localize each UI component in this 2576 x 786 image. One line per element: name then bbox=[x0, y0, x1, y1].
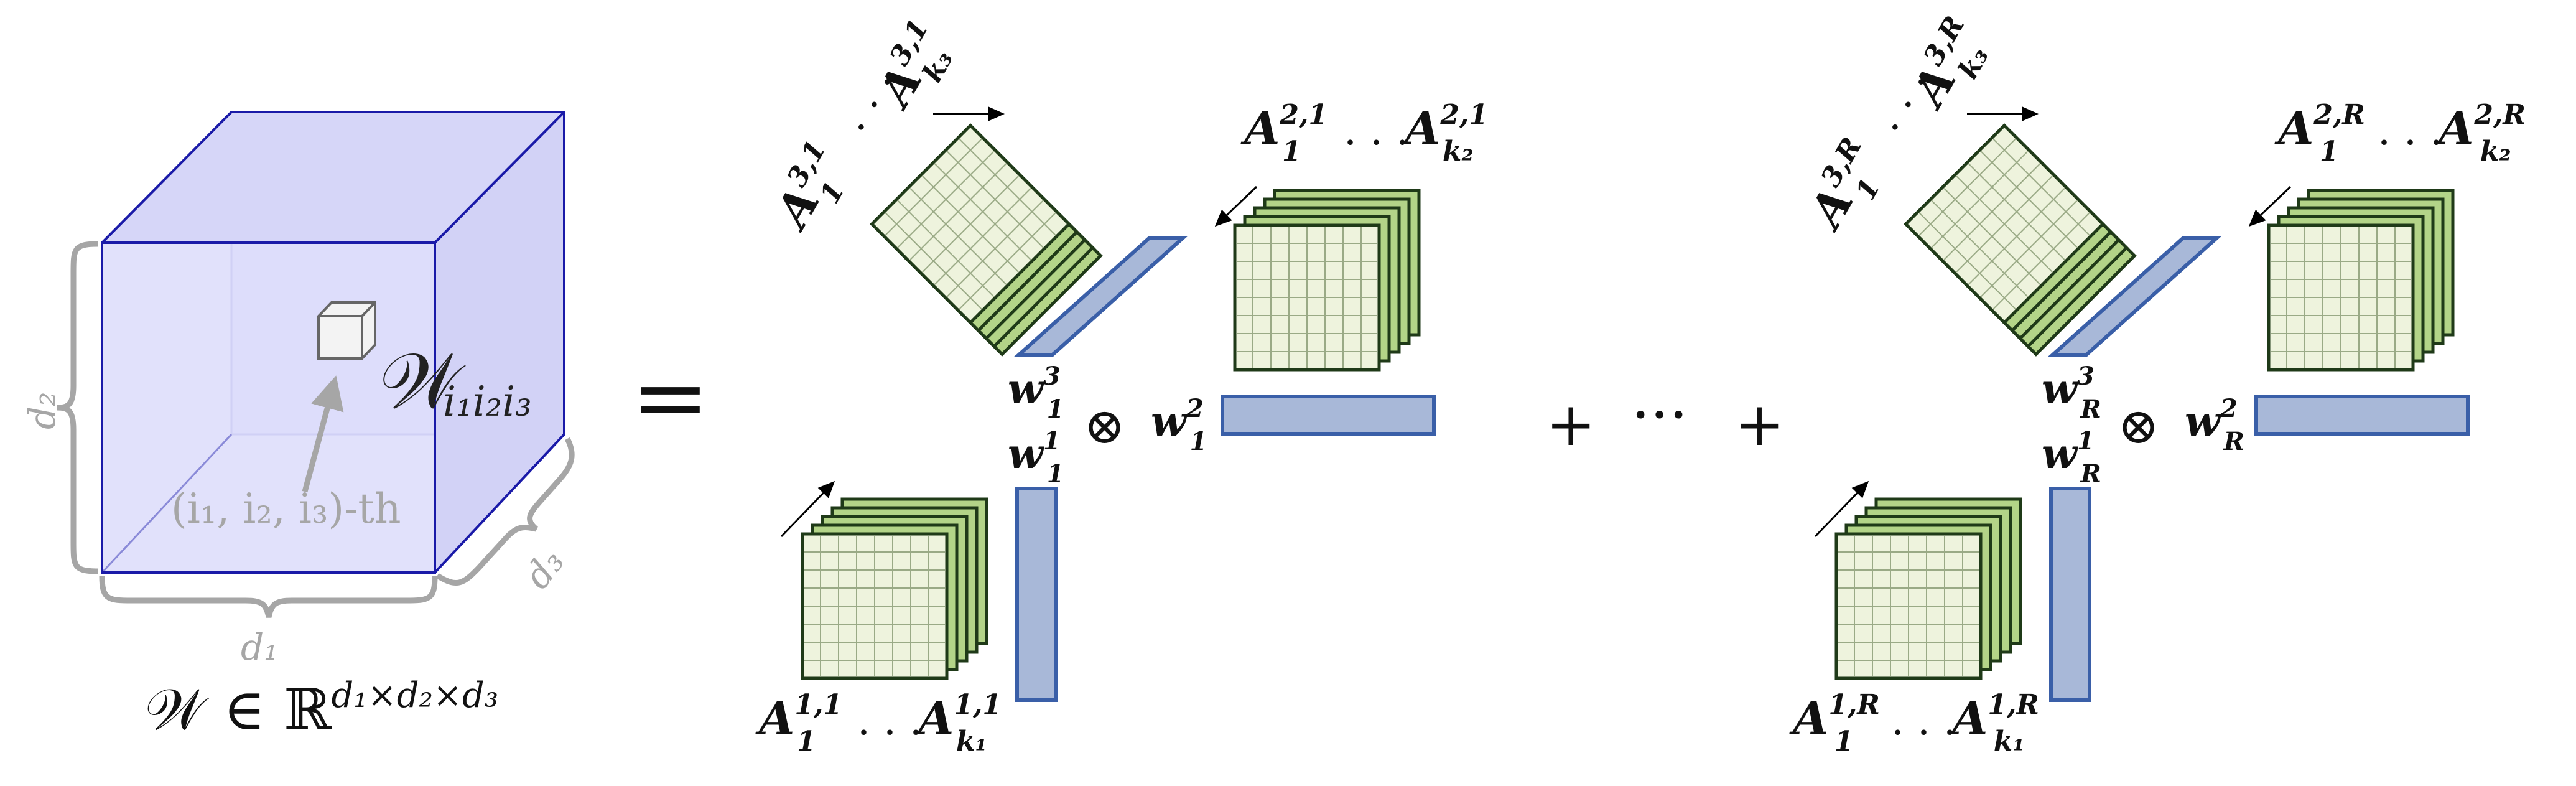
kronecker-product-symbol: ⊗ bbox=[1084, 397, 1125, 455]
mode1-arrow bbox=[1814, 480, 1869, 538]
element-cube-icon bbox=[317, 301, 376, 360]
mode1-factor-stack bbox=[1834, 497, 2022, 680]
mode1-arrow bbox=[780, 480, 835, 538]
dim3-label: d₃ bbox=[516, 541, 572, 596]
ellipsis: ··· bbox=[1631, 380, 1688, 450]
mode2-arrow bbox=[1214, 185, 1258, 227]
matrix-front bbox=[2267, 223, 2415, 372]
w2-vector bbox=[1221, 395, 1436, 436]
a3-first-label: A3,R1 bbox=[1795, 132, 1900, 245]
w1-vector bbox=[1015, 487, 1058, 702]
matrix-front bbox=[801, 532, 949, 680]
a1-dots: . . . bbox=[857, 696, 923, 744]
element-subscript: i₁i₂i₃ bbox=[443, 378, 532, 426]
matrix-front bbox=[870, 123, 1071, 325]
dim2-label: d₂ bbox=[21, 392, 63, 429]
mode2-factor-stack bbox=[2267, 189, 2455, 372]
index-label: (i₁, i₂, i₃)-th bbox=[171, 485, 401, 533]
mode3-factor-stack bbox=[1904, 123, 2137, 357]
mode3-factor-stack bbox=[870, 123, 1103, 357]
brace-d2 bbox=[57, 241, 99, 574]
brace-d3 bbox=[435, 437, 575, 586]
mode2-factor-stack bbox=[1233, 189, 1421, 372]
plus-sign-1: + bbox=[1546, 390, 1596, 459]
matrix-front bbox=[1904, 123, 2105, 325]
mode1-factor-stack bbox=[801, 497, 988, 680]
w3-vector bbox=[2048, 236, 2222, 357]
mode2-arrow bbox=[2248, 185, 2292, 227]
matrix-front bbox=[1834, 532, 1983, 680]
brace-d1 bbox=[99, 576, 438, 618]
plus-sign-2: + bbox=[1734, 390, 1784, 459]
tensor-caption: 𝒲 ∈ ℝd₁×d₂×d₃ bbox=[145, 675, 498, 743]
tensor-cube bbox=[101, 111, 565, 574]
matrix-front bbox=[1233, 223, 1381, 372]
element-symbol: 𝒲 bbox=[379, 337, 466, 426]
w2-vector bbox=[2254, 395, 2470, 436]
a3-first-label: A3,11 bbox=[761, 135, 864, 245]
kronecker-product-symbol: ⊗ bbox=[2118, 397, 2159, 455]
a1-dots: . . . bbox=[1891, 696, 1956, 744]
equals-sign: = bbox=[631, 344, 710, 452]
w1-vector bbox=[2049, 487, 2091, 702]
w3-vector bbox=[1014, 236, 1188, 357]
a2-dots: . . . bbox=[1344, 106, 1409, 154]
a2-dots: . . . bbox=[2378, 106, 2443, 154]
index-arrow bbox=[302, 375, 344, 493]
dim1-label: d₁ bbox=[241, 626, 278, 668]
